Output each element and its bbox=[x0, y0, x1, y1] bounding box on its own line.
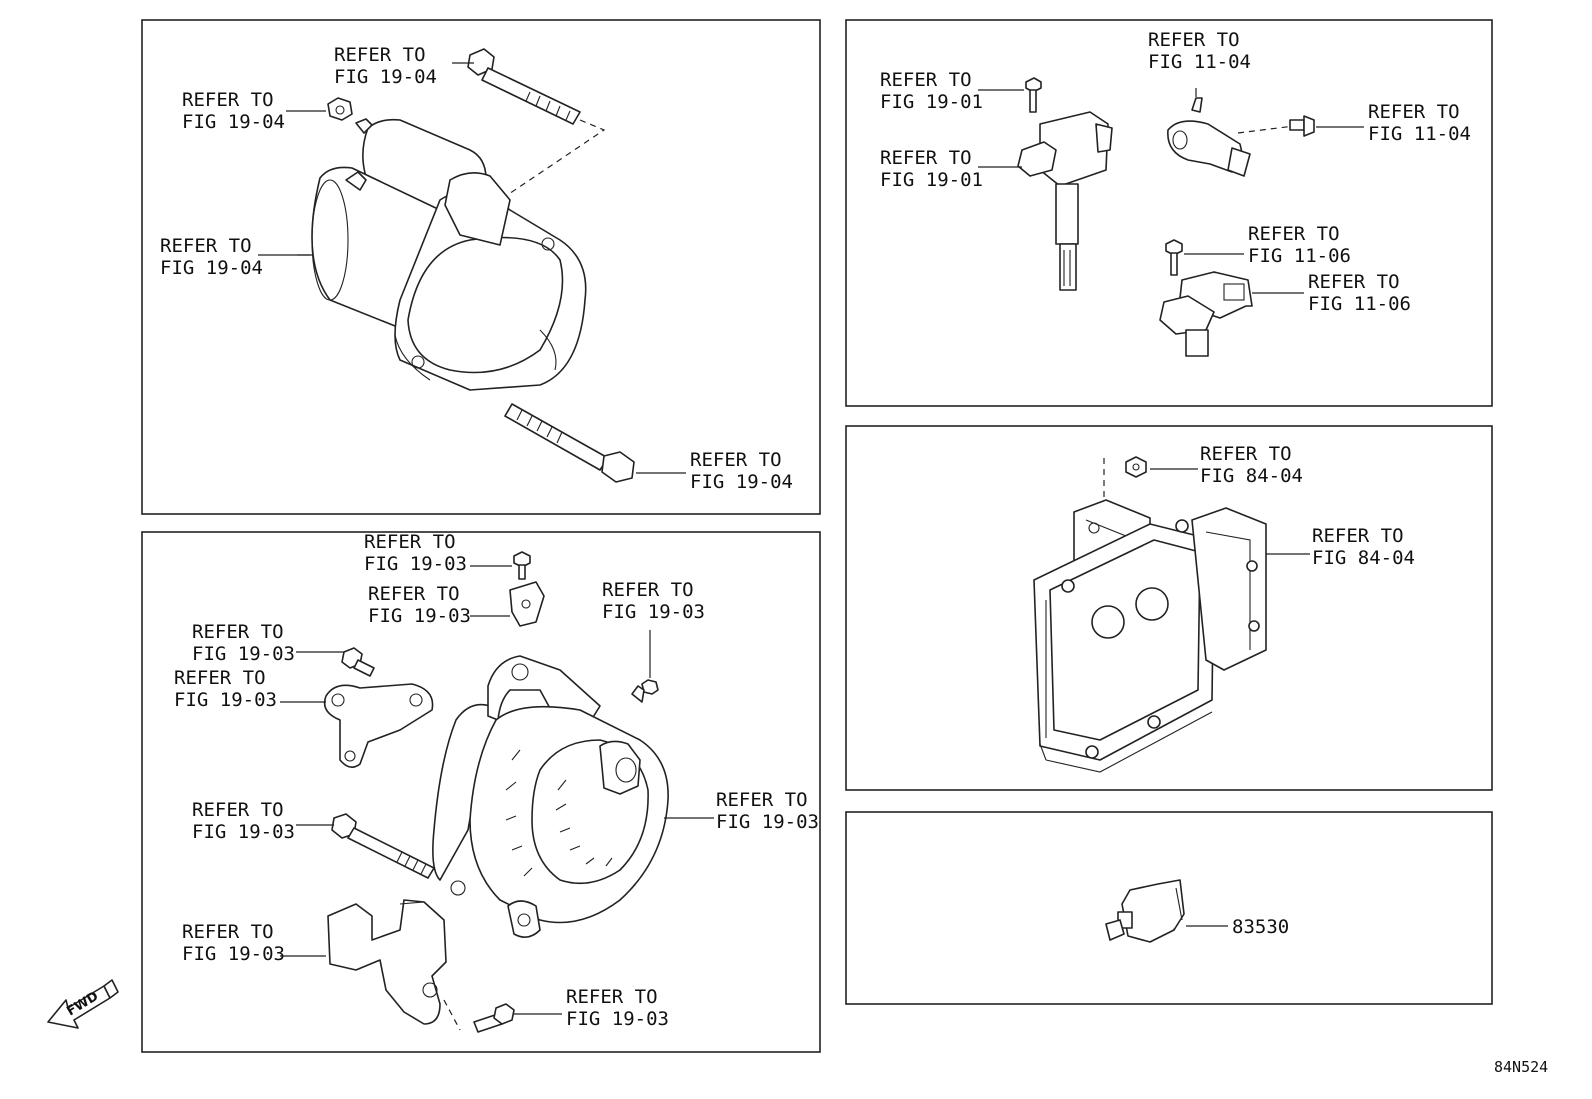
label-starter-nut: REFER TO bbox=[182, 89, 274, 111]
crank-position-sensor-drawing bbox=[1167, 97, 1251, 177]
label-crank-sensor-bolt: REFER TO bbox=[1368, 101, 1460, 123]
starter-top-bolt bbox=[467, 48, 581, 125]
label-alt-lower-bracket: REFER TO bbox=[182, 921, 274, 943]
alternator-long-bolt bbox=[331, 813, 435, 879]
alternator-adjusting-bracket bbox=[323, 683, 434, 768]
fig-starter-top-bolt: FIG 19-04 bbox=[334, 66, 437, 88]
starter-lower-bolt bbox=[504, 403, 635, 483]
label-alt-long-bolt: REFER TO bbox=[192, 799, 284, 821]
fig-alt-lower-bolt: FIG 19-03 bbox=[566, 1008, 669, 1030]
label-ecu: REFER TO bbox=[1312, 525, 1404, 547]
fig-alt-lower-bracket: FIG 19-03 bbox=[182, 943, 285, 965]
starter-panel bbox=[141, 19, 821, 515]
label-starter-body: REFER TO bbox=[160, 235, 252, 257]
fig-starter-lower-bolt: FIG 19-04 bbox=[690, 471, 793, 493]
diagram-code: 84N524 bbox=[1494, 1058, 1548, 1076]
crank-sensor-bolt bbox=[1289, 115, 1315, 137]
alternator-top-screw bbox=[513, 551, 531, 580]
starter-motor-drawing bbox=[297, 48, 606, 391]
fig-cam-sensor-bolt: FIG 11-06 bbox=[1248, 245, 1351, 267]
fig-alt-top-screw: FIG 19-03 bbox=[364, 553, 467, 575]
label-alt-top-screw: REFER TO bbox=[364, 531, 456, 553]
fig-alt-small-bracket: FIG 19-03 bbox=[368, 605, 471, 627]
label-ecu-nut: REFER TO bbox=[1200, 443, 1292, 465]
fig-alt-long-bolt: FIG 19-03 bbox=[192, 821, 295, 843]
alternator-lower-bracket bbox=[327, 899, 447, 1025]
cam-sensor-bolt bbox=[1165, 239, 1183, 276]
fig-alt-bracket-bolt: FIG 19-03 bbox=[192, 643, 295, 665]
fwd-arrow-icon: FWD bbox=[47, 979, 119, 1029]
fig-alternator: FIG 19-03 bbox=[716, 811, 819, 833]
ignition-sensor-panel bbox=[845, 19, 1493, 407]
label-cam-sensor: REFER TO bbox=[1308, 271, 1400, 293]
label-alternator: REFER TO bbox=[716, 789, 808, 811]
oil-switch-part-number: 83530 bbox=[1232, 916, 1289, 938]
starter-nut bbox=[327, 97, 353, 121]
fig-ecu: FIG 84-04 bbox=[1312, 547, 1415, 569]
alternator-drawing bbox=[432, 655, 669, 938]
ecu-panel bbox=[845, 425, 1493, 791]
label-alt-small-bracket: REFER TO bbox=[368, 583, 460, 605]
label-crank-sensor: REFER TO bbox=[1148, 29, 1240, 51]
fig-ignition-coil: FIG 19-01 bbox=[880, 169, 983, 191]
fig-starter-body: FIG 19-04 bbox=[160, 257, 263, 279]
oil-switch-panel bbox=[845, 811, 1493, 1005]
alternator-panel bbox=[141, 531, 821, 1053]
fig-ignition-bolt: FIG 19-01 bbox=[880, 91, 983, 113]
oil-pressure-switch-drawing bbox=[1105, 879, 1185, 943]
fig-ecu-nut: FIG 84-04 bbox=[1200, 465, 1303, 487]
label-starter-lower-bolt: REFER TO bbox=[690, 449, 782, 471]
ignition-coil-drawing bbox=[1017, 111, 1113, 291]
fig-alt-bracket: FIG 19-03 bbox=[174, 689, 277, 711]
ignition-coil-bolt bbox=[1025, 77, 1042, 113]
fig-cam-sensor: FIG 11-06 bbox=[1308, 293, 1411, 315]
label-ignition-coil: REFER TO bbox=[880, 147, 972, 169]
alternator-bracket-bolt bbox=[341, 647, 375, 677]
label-alt-lower-bolt: REFER TO bbox=[566, 986, 658, 1008]
label-alt-bracket-bolt: REFER TO bbox=[192, 621, 284, 643]
label-cam-sensor-bolt: REFER TO bbox=[1248, 223, 1340, 245]
label-alt-terminal-nut: REFER TO bbox=[602, 579, 694, 601]
label-alt-bracket: REFER TO bbox=[174, 667, 266, 689]
label-ignition-bolt: REFER TO bbox=[880, 69, 972, 91]
fig-starter-nut: FIG 19-04 bbox=[182, 111, 285, 133]
fig-crank-sensor: FIG 11-04 bbox=[1148, 51, 1251, 73]
ecu-nut bbox=[1125, 456, 1147, 478]
alternator-small-bracket bbox=[509, 581, 545, 627]
label-starter-top-bolt: REFER TO bbox=[334, 44, 426, 66]
fig-crank-sensor-bolt: FIG 11-04 bbox=[1368, 123, 1471, 145]
alternator-lower-bolt bbox=[473, 1003, 515, 1033]
ecu-drawing bbox=[1033, 499, 1267, 773]
fig-alt-terminal-nut: FIG 19-03 bbox=[602, 601, 705, 623]
cam-position-sensor-drawing bbox=[1159, 271, 1253, 357]
